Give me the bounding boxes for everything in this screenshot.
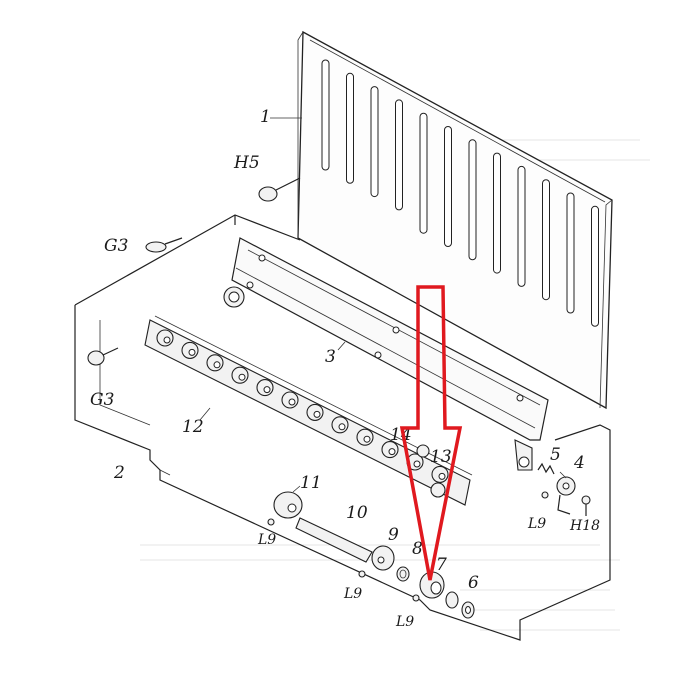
- panel-slot: [493, 152, 501, 274]
- screw-l9-d: [541, 491, 549, 499]
- bar-right-bracket: [514, 439, 533, 471]
- washers-6: [445, 591, 475, 619]
- gripper-finger-hole: [288, 398, 296, 406]
- panel-slots: [321, 59, 599, 327]
- screw-h5: [258, 177, 301, 202]
- label-part-9: 9: [388, 525, 399, 545]
- label-part-6: 6: [468, 573, 479, 593]
- label-part-8: 8: [412, 539, 423, 559]
- label-h18: H18: [569, 518, 600, 534]
- screw-h18: [581, 495, 591, 516]
- label-part-12: 12: [182, 417, 204, 437]
- collar-9: [371, 545, 395, 571]
- label-part-3: 3: [325, 347, 336, 367]
- small-parts: [87, 177, 591, 619]
- base-frame-outline: [74, 214, 611, 641]
- panel-slot: [566, 192, 575, 314]
- label-part-11: 11: [300, 473, 322, 493]
- screw-l9-c: [412, 594, 420, 602]
- label-g3-top: G3: [104, 236, 128, 256]
- label-part-10: 10: [346, 503, 368, 523]
- label-l9-d: L9: [527, 516, 546, 532]
- screw-g3-left: [87, 347, 119, 366]
- label-part-7: 7: [436, 555, 447, 575]
- label-g3-left: G3: [90, 390, 114, 410]
- end-cap-11: [273, 491, 303, 519]
- label-l9-b: L9: [343, 586, 362, 602]
- label-h5: H5: [233, 153, 260, 173]
- screw-l9-b: [358, 570, 366, 578]
- label-l9-c: L9: [395, 614, 414, 630]
- panel-slot: [321, 59, 330, 171]
- gripper-finger-hole: [163, 336, 171, 344]
- panel-slot: [517, 165, 526, 287]
- label-l9-a: L9: [257, 532, 276, 548]
- label-part-13: 13: [430, 447, 452, 467]
- screw-l9-a: [267, 518, 275, 526]
- bushing-7: [419, 571, 445, 599]
- screw-g3-top: [145, 237, 183, 253]
- gripper-finger-hole: [263, 386, 271, 394]
- leader-lines: [199, 117, 567, 493]
- latch-4: [556, 476, 576, 515]
- mounting-bar: [231, 237, 549, 441]
- knob-13: [416, 444, 446, 498]
- label-part-2: 2: [113, 463, 125, 483]
- gripper-fingers: [156, 329, 449, 483]
- gripper-finger-hole: [213, 361, 221, 369]
- spring-8: [396, 566, 410, 582]
- label-part-4: 4: [573, 453, 585, 473]
- panel-slot: [346, 72, 354, 184]
- gripper-finger-hole: [413, 460, 421, 468]
- bar-left-bracket: [223, 286, 245, 308]
- shaft-10: [295, 517, 373, 563]
- panel-slot: [370, 86, 379, 198]
- gripper-finger-hole: [438, 472, 446, 480]
- red-pointer-arrow: [399, 285, 463, 581]
- panel-slot: [419, 112, 428, 234]
- label-part-5: 5: [550, 445, 561, 465]
- spring-5: [537, 462, 555, 475]
- gripper-finger-hole: [238, 373, 246, 381]
- gripper-finger-hole: [313, 410, 321, 418]
- gripper-finger-hole: [188, 348, 196, 356]
- gripper-finger-hole: [363, 435, 371, 443]
- panel-slot: [395, 99, 403, 211]
- panel-slot: [468, 139, 477, 261]
- panel-slot: [542, 179, 550, 301]
- gripper-finger-hole: [388, 448, 396, 456]
- panel-slot: [591, 205, 599, 327]
- panel-slot: [444, 126, 452, 247]
- label-part-14: 14: [390, 425, 412, 445]
- label-part-1: 1: [260, 107, 271, 127]
- gripper-finger-hole: [338, 423, 346, 431]
